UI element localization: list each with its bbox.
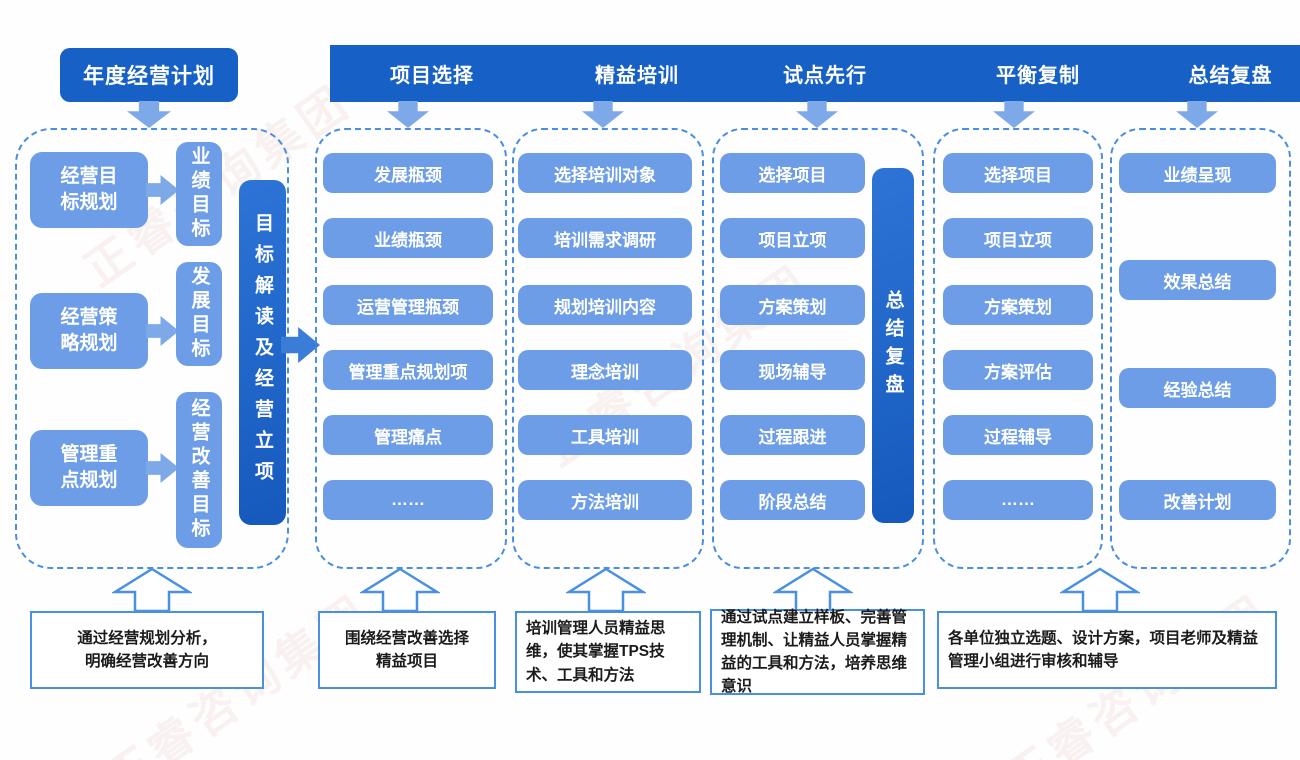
flow-item: 方案策划 (943, 285, 1093, 325)
planning-source-label: 经营目标规划 (60, 166, 118, 213)
flow-item: 方案评估 (943, 350, 1093, 390)
up-arrow-icon (566, 567, 646, 613)
flow-item: 理念培训 (518, 350, 692, 390)
note-replication-review: 各单位独立选题、设计方案，项目老师及精益管理小组进行审核和辅导 (937, 611, 1277, 689)
planning-source-label: 经营策略规划 (60, 307, 118, 354)
column-lean-training (512, 128, 704, 569)
down-arrow-icon (993, 101, 1035, 128)
down-arrow-icon (127, 101, 171, 128)
up-arrow-icon (1060, 567, 1140, 613)
down-arrow-icon (387, 101, 429, 128)
flow-item: 项目立项 (943, 218, 1093, 258)
down-arrow-icon (796, 101, 838, 128)
flow-item: …… (943, 480, 1093, 520)
up-arrow-icon (112, 567, 192, 613)
flow-item: 阶段总结 (720, 480, 865, 520)
planning-source-box: 经营策略规划 (30, 293, 148, 369)
note-pilot-first: 通过试点建立样板、完善管理机制、让精益人员掌握精益的工具和方法，培养思维意识 (710, 609, 925, 695)
column-summary-review (1110, 128, 1291, 569)
column-balanced-replication (933, 128, 1103, 569)
flow-item: 工具培训 (518, 415, 692, 455)
flow-item: 过程跟进 (720, 415, 865, 455)
flow-item: 选择培训对象 (518, 153, 692, 193)
flow-item: 经验总结 (1119, 368, 1276, 408)
flow-item: 选择项目 (720, 153, 865, 193)
flow-item: 发展瓶颈 (323, 153, 493, 193)
flow-item: 项目立项 (720, 218, 865, 258)
flow-item: 现场辅导 (720, 350, 865, 390)
flow-item: 培训需求调研 (518, 218, 692, 258)
planning-target-box: 业绩目标 (176, 142, 222, 246)
flow-item: 管理痛点 (323, 415, 493, 455)
flow-item: 过程辅导 (943, 415, 1093, 455)
planning-source-box: 经营目标规划 (30, 152, 148, 228)
column-pilot-first (712, 128, 924, 569)
note-planning: 通过经营规划分析， 明确经营改善方向 (30, 611, 264, 689)
flow-item: 改善计划 (1119, 480, 1276, 520)
flow-item: 效果总结 (1119, 260, 1276, 300)
planning-target-box: 发展目标 (176, 262, 222, 366)
flow-item: 运营管理瓶颈 (323, 285, 493, 325)
annual-plan-title: 年度经营计划 (60, 48, 238, 102)
down-arrow-icon (1176, 101, 1218, 128)
flow-item: 规划培训内容 (518, 285, 692, 325)
up-arrow-icon (360, 567, 440, 613)
planning-target-box: 经营改善目标 (176, 392, 222, 548)
flow-item: 业绩呈现 (1119, 153, 1276, 193)
note-project-selection: 围绕经营改善选择 精益项目 (318, 611, 496, 689)
column-project-selection (315, 128, 507, 569)
planning-source-label: 管理重点规划 (60, 444, 118, 491)
flow-item: 管理重点规划项 (323, 350, 493, 390)
summary-review-bar: 总结复盘 (872, 168, 914, 523)
flow-item: 业绩瓶颈 (323, 218, 493, 258)
note-lean-training: 培训管理人员精益思维，使其掌握TPS技术、工具和方法 (515, 611, 701, 693)
flow-item: …… (323, 480, 493, 520)
flow-item: 选择项目 (943, 153, 1093, 193)
flow-item: 方法培训 (518, 480, 692, 520)
planning-source-box: 管理重点规划 (30, 430, 148, 506)
down-arrow-icon (582, 101, 624, 128)
phase-banner-summary-review: 总结复盘 (1118, 45, 1300, 102)
goal-interpretation-bar: 目标解读及经营立项 (239, 180, 286, 525)
flow-item: 方案策划 (720, 285, 865, 325)
